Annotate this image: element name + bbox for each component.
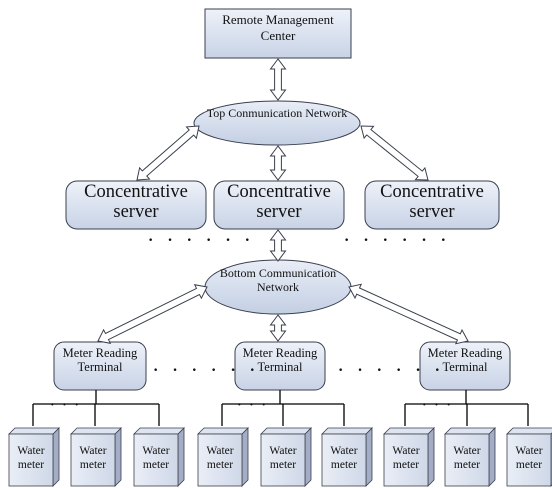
water-meter-1 xyxy=(8,427,60,487)
water-meter-5 xyxy=(260,427,312,487)
water-meter-2 xyxy=(70,427,122,487)
ellipsis-meters-1: · · · xyxy=(50,398,82,413)
water-meter-7 xyxy=(383,427,435,487)
arrow-bottom-network-to-terminal-2 xyxy=(269,314,287,342)
water-meter-6 xyxy=(321,427,373,487)
water-meter-group xyxy=(8,427,552,487)
water-meter-label-9: Water meter xyxy=(515,445,543,472)
water-meter-label-6: Water meter xyxy=(330,445,358,472)
concentrative-server-box-1 xyxy=(65,180,207,230)
water-meter-8 xyxy=(444,427,496,487)
top-network-ellipse xyxy=(193,100,361,146)
arrow-top-network-to-server-2 xyxy=(269,145,287,181)
water-meter-label-3: Water meter xyxy=(142,445,170,472)
meter-reading-terminal-label-1: Meter Reading Terminal xyxy=(62,346,138,375)
water-meter-label-2: Water meter xyxy=(79,445,107,472)
concentrative-server-label-2: Concentrative server xyxy=(227,182,331,222)
water-meter-4 xyxy=(197,427,249,487)
water-meter-9 xyxy=(506,427,552,487)
remote-management-center-label: Remote Management Center xyxy=(222,12,334,44)
ellipsis-meters-3: · · · xyxy=(422,398,454,413)
connection-arrows xyxy=(97,58,469,345)
meter-reading-terminal-label-3: Meter Reading Terminal xyxy=(427,346,503,375)
water-meter-label-4: Water meter xyxy=(206,445,234,472)
top-network-label: Top Conmunication Network xyxy=(206,106,348,120)
arrow-bottom-network-to-terminal-1 xyxy=(97,284,208,344)
concentrative-server-box-2 xyxy=(213,180,345,230)
ellipsis-servers-right: · · · · · · xyxy=(344,232,452,249)
meter-reading-terminal-label-2: Meter Reading Terminal xyxy=(242,346,318,375)
concentrative-server-label-1: Concentrative server xyxy=(84,182,188,222)
meter-connectors xyxy=(32,390,529,426)
concentrative-server-label-3: Concentrative server xyxy=(380,182,484,222)
water-meter-3 xyxy=(133,427,185,487)
meter-reading-terminal-box-1 xyxy=(53,341,147,391)
arrow-top-network-to-server-3 xyxy=(360,125,429,181)
arrow-bottom-network-to-terminal-3 xyxy=(348,283,469,345)
remote-management-center-box xyxy=(204,8,352,59)
water-meter-label-7: Water meter xyxy=(392,445,420,472)
concentrative-server-box-3 xyxy=(364,180,500,230)
ellipsis-terminals-left: · · · · · · xyxy=(153,362,261,379)
bottom-network-label: Bottom Communication Network xyxy=(219,266,337,295)
water-meter-label-1: Water meter xyxy=(17,445,45,472)
ellipsis-servers-left: · · · · · · xyxy=(148,232,256,249)
water-meter-label-8: Water meter xyxy=(453,445,481,472)
water-meter-label-5: Water meter xyxy=(269,445,297,472)
arrow-top-network-to-server-1 xyxy=(136,125,200,181)
arrow-server-2-to-bottom-network xyxy=(269,229,287,262)
arrow-center-to-top-network xyxy=(269,58,287,101)
ellipsis-meters-2: · · · xyxy=(237,398,269,413)
ellipsis-terminals-right: · · · · · · xyxy=(338,362,446,379)
